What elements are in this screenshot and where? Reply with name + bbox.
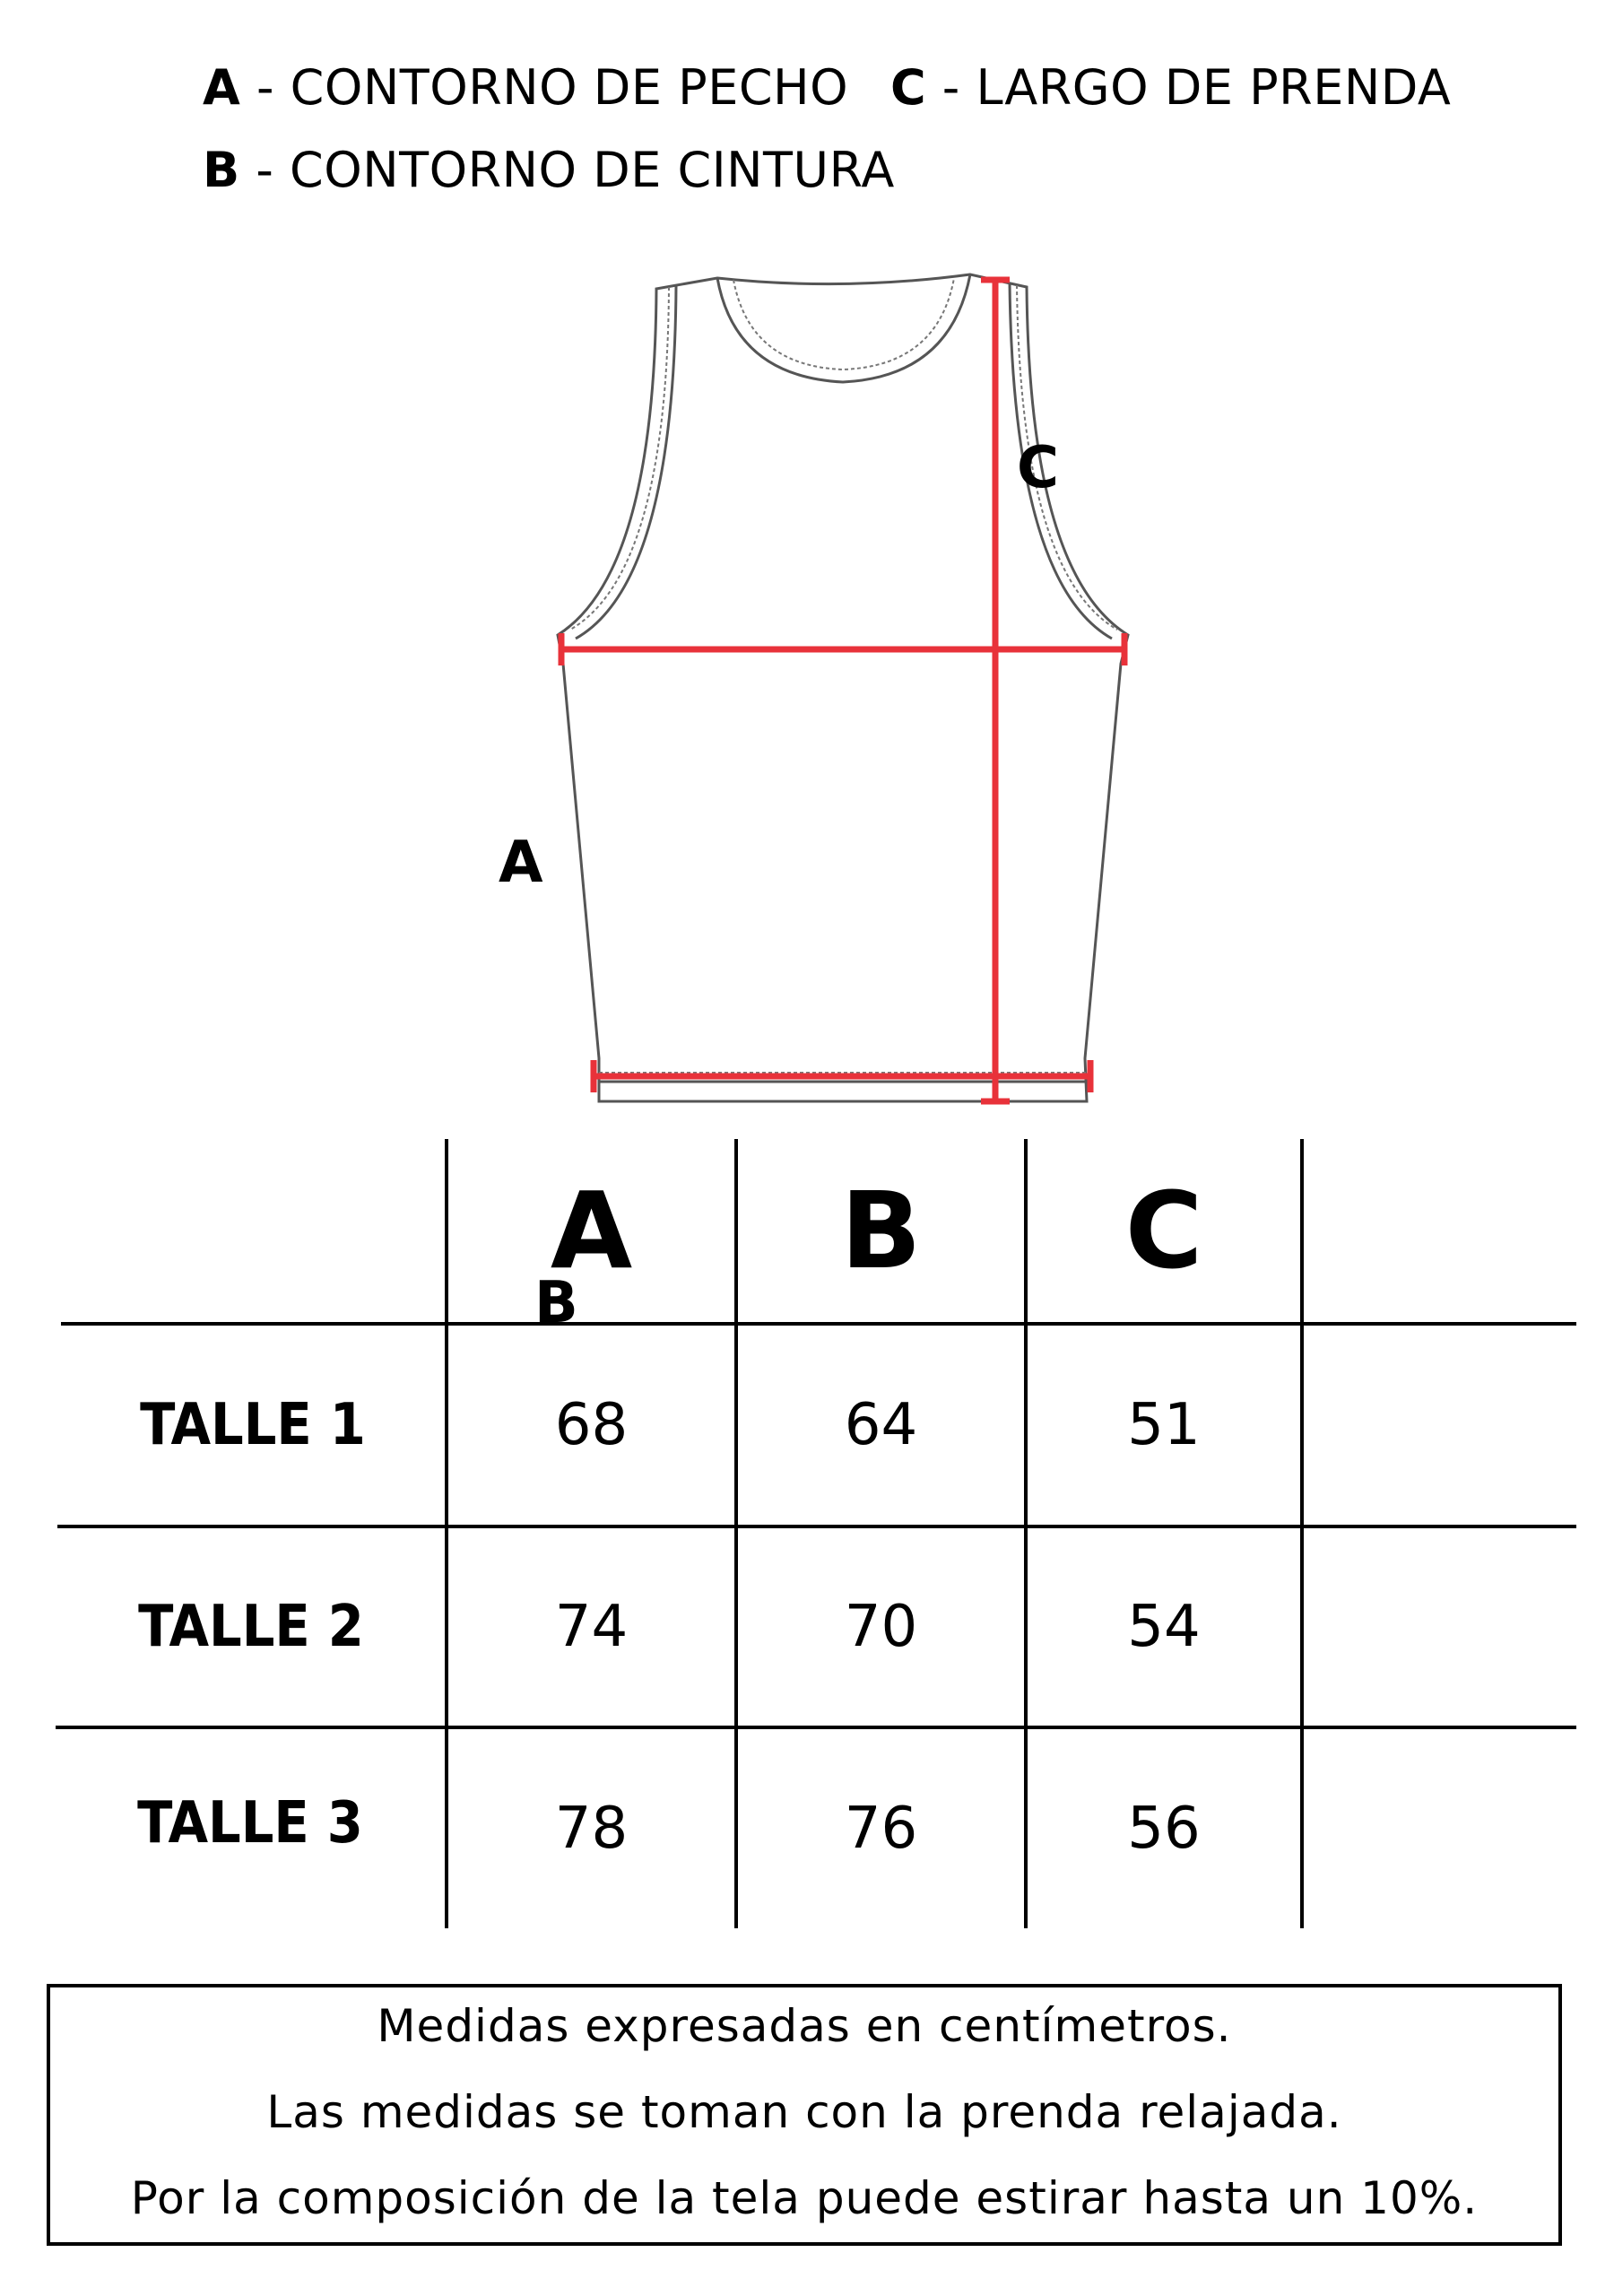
diagram-label-c: C (1017, 435, 1059, 501)
table-cell (1304, 1528, 1576, 1726)
row-label: TALLE 1 (140, 1392, 366, 1458)
tank-top-illustration (556, 273, 1130, 1105)
legend-text-b: - CONTORNO DE CINTURA (239, 142, 895, 198)
legend-text-a: - CONTORNO DE PECHO (240, 59, 849, 116)
legend-item-b: B - CONTORNO DE CINTURA (203, 142, 895, 198)
note-line: Por la composición de la tela puede esti… (130, 2172, 1479, 2224)
table-cell: 56 (1127, 1796, 1201, 1862)
table-cell: 54 (1127, 1594, 1201, 1660)
legend-item-a: A - CONTORNO DE PECHO (203, 59, 848, 116)
table-vline (1024, 1139, 1028, 1928)
table-hline (57, 1525, 1576, 1528)
table-vline (1300, 1139, 1304, 1928)
measure-chest (558, 633, 1128, 665)
right-armhole-binding (1008, 283, 1113, 640)
table-cell (1304, 1729, 1576, 1928)
neckline-binding (716, 274, 972, 384)
table-vline (734, 1139, 738, 1928)
table-cell: 76 (844, 1796, 918, 1862)
column-header (1304, 1139, 1576, 1322)
diagram-label-a: A (499, 830, 543, 896)
table-cell (1304, 1326, 1576, 1525)
table-cell: 68 (554, 1392, 629, 1458)
legend-text-c: - LARGO DE PRENDA (926, 59, 1452, 116)
legend-key-c: C (890, 59, 927, 116)
table-vline (445, 1139, 448, 1928)
size-table: A B C TALLE 1 68 64 51 TALLE 2 74 70 54 … (0, 1139, 1614, 1928)
measure-length (981, 276, 1010, 1105)
legend-key-a: A (203, 59, 241, 116)
table-cell: 51 (1127, 1392, 1201, 1458)
note-line: Las medidas se toman con la prenda relaj… (266, 2086, 1342, 2138)
measure-waist (590, 1060, 1094, 1092)
table-hline (61, 1322, 1576, 1326)
table-cell: 74 (554, 1594, 629, 1660)
column-header: A (550, 1169, 633, 1292)
legend-item-c: C - LARGO DE PRENDA (890, 59, 1451, 116)
column-header: C (1124, 1169, 1203, 1292)
legend-key-b: B (203, 142, 240, 198)
right-armhole-stitch (1016, 284, 1118, 631)
note-line: Medidas expresadas en centímetros. (377, 2000, 1232, 2052)
column-header: B (840, 1169, 922, 1292)
row-label: TALLE 2 (138, 1594, 364, 1660)
row-label: TALLE 3 (137, 1790, 363, 1857)
garment-outline (556, 273, 1130, 1103)
left-armhole-binding (575, 284, 678, 640)
table-hline (56, 1726, 1576, 1729)
garment-diagram: A B C (0, 215, 1614, 1336)
table-cell: 78 (554, 1796, 629, 1862)
table-cell: 70 (844, 1594, 918, 1660)
table-cell: 64 (844, 1392, 918, 1458)
notes-box: Medidas expresadas en centímetros. Las m… (47, 1984, 1562, 2246)
